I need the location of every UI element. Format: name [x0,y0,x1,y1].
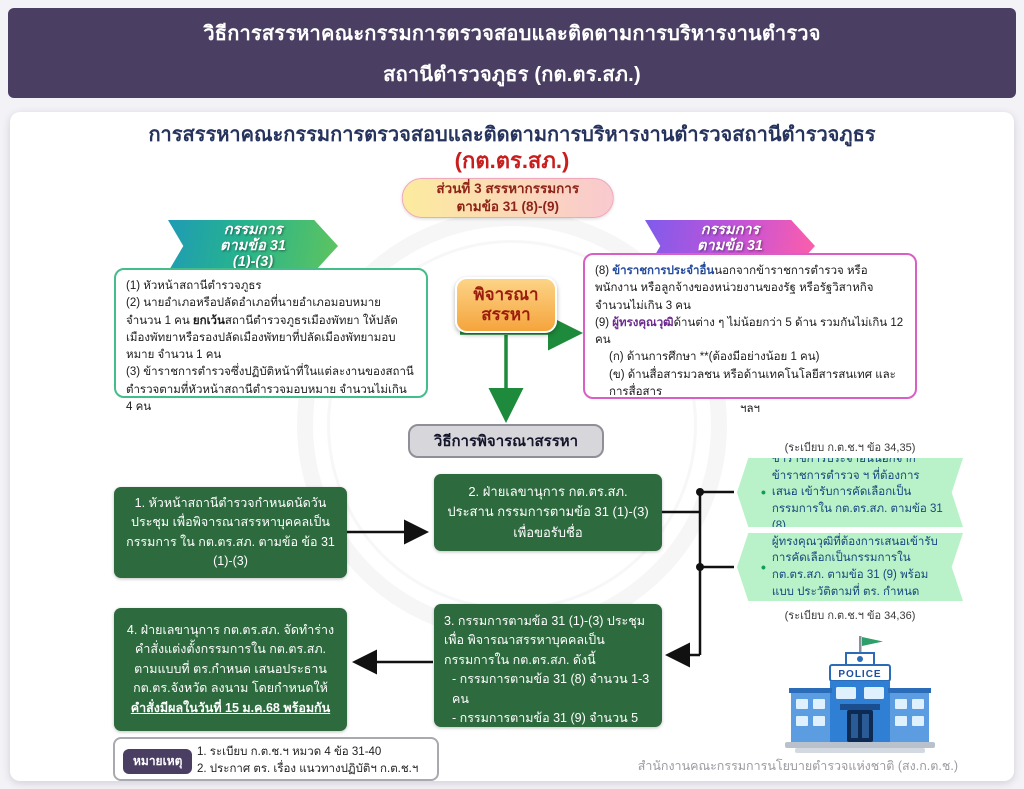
consider-line1: พิจารณา [473,284,539,304]
item-9-num: (9) [595,316,613,329]
police-sign-text: POLICE [838,669,881,680]
tower-emblem [857,656,863,662]
item-9b: (ข) ด้านสื่อสารมวลชน หรือด้านเทคโนโลยีสา… [609,368,896,398]
door-glass [862,714,869,738]
note-line-1: 1. ระเบียบ ก.ต.ช.ฯ หมวด 4 ข้อ 31-40 [197,746,382,758]
building-base [785,742,935,748]
header-banner: วิธีการสรรหาคณะกรรมการตรวจสอบและติดตามกา… [8,8,1016,98]
item-etc: ฯลฯ [740,403,760,415]
door [847,710,873,742]
item-9-term: ผู้ทรงคุณวุฒิ [612,316,674,329]
step-4-effective-date: คำสั่งมีผลในวันที่ 15 ม.ค.68 พร้อมกัน [130,700,331,715]
branch-dot-2 [696,563,704,571]
wing-window [912,716,924,726]
regulation-label-2: (ระเบียบ ก.ต.ช.ฯ ข้อ 34,36) [784,610,916,622]
banner-right-line2: ตามข้อ 31 [697,237,763,254]
left-wing-roof [789,688,832,693]
police-station-illustration: POLICE [785,634,935,758]
banner-left-line1: กรรมการ [223,221,283,238]
item-9-rest: ด้านต่าง ๆ ไม่น้อยกว่า 5 ด้าน รวมกันไม่เ… [595,316,904,346]
callout-2-text: ผู้ทรงคุณวุฒิที่ต้องการเสนอเข้ารับ การคั… [771,535,938,598]
item-8-num: (8) [595,265,613,277]
callout-official-8: • ข้าราชการประจำอื่นนอกจาก ข้าราชการตำรว… [737,458,963,527]
step-2-text: 2. ฝ่ายเลขานุการ กต.ตร.สภ. ประสาน กรรมกา… [447,484,649,540]
method-title-box: วิธีการพิจารณาสรรหา [408,424,604,458]
page-subtitle: (กต.ตร.สภ.) [454,148,570,173]
method-title: วิธีการพิจารณาสรรหา [433,433,579,450]
banner-left-line3: (1)-(3) [232,254,274,271]
bullet-icon: • [761,558,766,575]
note-line-2: 2. ประกาศ ตร. เรื่อง แนวทางปฏิบัติฯ ก.ต.… [197,763,419,776]
flag-icon [862,637,883,646]
note-lines: 1. ระเบียบ ก.ต.ช.ฯ หมวด 4 ข้อ 31-40 2. ป… [197,744,418,779]
wing-window [796,699,808,709]
tower-window [864,687,884,699]
item-2: (2) นายอำเภอหรือปลัดอำเภอที่นายอำเภอมอบห… [126,295,416,364]
callout-1-text: ข้าราชการประจำอื่นนอกจาก ข้าราชการตำรวจ … [771,452,943,532]
section-badge: ส่วนที่ 3 สรรหากรรมการ ตามข้อ 31 (8)-(9) [401,178,614,218]
content-card: การสรรหาคณะกรรมการตรวจสอบและติดตามการบริ… [10,112,1014,781]
item-2-text: (2) นายอำเภอหรือปลัดอำเภอที่นายอำเภอมอบห… [126,297,381,327]
footer-credit: สำนักงานคณะกรรมการนโยบายตำรวจแห่งชาติ (ส… [637,759,958,773]
committee-8-9-detail-box: (8) ข้าราชการประจำอื่นนอกจากข้าราชการตำร… [583,253,917,415]
header-title-line1: วิธีการสรรหาคณะกรรมการตรวจสอบและติดตามกา… [203,22,821,45]
wing-window [813,699,825,709]
wing-window [895,699,907,709]
banner-right-line1: กรรมการ [700,221,760,238]
step-4-text: 4. ฝ่ายเลขานุการ กต.ตร.สภ. จัดทำร่าง คำส… [124,621,337,718]
step-3-bullet-1: - กรรมการตามข้อ 31 (8) จำนวน 1-3 คน [452,672,650,706]
step-3-text: 3. กรรมการตามข้อ 31 (1)-(3) ประชุมเพื่อ … [444,614,645,667]
item-9a: (ก) ด้านการศึกษา **(ต้องมีอย่างน้อย 1 คน… [609,351,820,364]
step-3-bullet-2: - กรรมการตามข้อ 31 (9) จำนวน 5 ด้าน รวมไ… [452,710,639,745]
step-3-box: 3. กรรมการตามข้อ 31 (1)-(3) ประชุมเพื่อ … [434,604,662,744]
banner-left-line2: ตามข้อ 31 [220,237,286,254]
item-8-rest: นอกจากข้าราชการตำรวจ หรือพนักงาน หรือลูก… [595,265,874,312]
step-1-text: 1. หัวหน้าสถานีตำรวจกำหนดนัดวันประชุม เพ… [126,495,335,568]
step-2-box: 2. ฝ่ายเลขานุการ กต.ตร.สภ. ประสาน กรรมกา… [434,474,662,551]
consider-line2: สรรหา [481,305,531,324]
item-8: (8) ข้าราชการประจำอื่นนอกจากข้าราชการตำร… [595,263,905,315]
banner-committee-1-3: กรรมการ ตามข้อ 31 (1)-(3) [168,220,338,272]
door-glass [851,714,858,738]
step-1-box: 1. หัวหน้าสถานีตำรวจกำหนดนัดวันประชุม เพ… [114,487,347,578]
wing-window [912,699,924,709]
flag-pole [859,636,862,654]
wing-window [796,716,808,726]
item-2-exception: ยกเว้น [192,314,225,327]
tower-window [836,687,856,699]
door-canopy [840,704,880,710]
note-badge: หมายเหตุ [123,749,193,774]
section-badge-line1: ส่วนที่ 3 สรรหากรรมการ [436,181,580,197]
committee-1-3-detail-box: (1) หัวหน้าสถานีตำรวจภูธร (2) นายอำเภอหร… [114,268,428,413]
item-1: (1) หัวหน้าสถานีตำรวจภูธร [126,280,262,292]
consider-select-box: พิจารณา สรรหา [455,277,557,333]
section-badge-line2: ตามข้อ 31 (8)-(9) [456,199,560,214]
item-8-term: ข้าราชการประจำอื่น [612,265,715,277]
step-4-main: 4. ฝ่ายเลขานุการ กต.ตร.สภ. จัดทำร่าง คำส… [126,623,335,696]
callout-expert-9: • ผู้ทรงคุณวุฒิที่ต้องการเสนอเข้ารับ การ… [737,533,963,601]
header-title-line2: สถานีตำรวจภูธร (กต.ตร.สภ.) [383,63,641,86]
page-title: การสรรหาคณะกรรมการตรวจสอบและติดตามการบริ… [148,124,876,146]
item-2-rest: สถานีตำรวจภูธรเมืองพัทยา ให้ปลัดเมืองพัท… [126,314,398,362]
right-wing-roof [888,688,931,693]
wing-window [813,716,825,726]
item-3: (3) ข้าราชการตำรวจซึ่งปฏิบัติหน้าที่ในแต… [126,366,414,413]
bullet-icon: • [761,484,766,501]
regulation-label-1: (ระเบียบ ก.ต.ช.ฯ ข้อ 34,35) [784,442,916,454]
wing-window [895,716,907,726]
step-4-box: 4. ฝ่ายเลขานุการ กต.ตร.สภ. จัดทำร่าง คำส… [114,608,347,731]
note-box: หมายเหตุ 1. ระเบียบ ก.ต.ช.ฯ หมวด 4 ข้อ 3… [113,737,439,781]
item-9: (9) ผู้ทรงคุณวุฒิด้านต่าง ๆ ไม่น้อยกว่า … [595,315,905,350]
police-station-icon: POLICE [785,636,935,753]
building-step [795,748,925,753]
